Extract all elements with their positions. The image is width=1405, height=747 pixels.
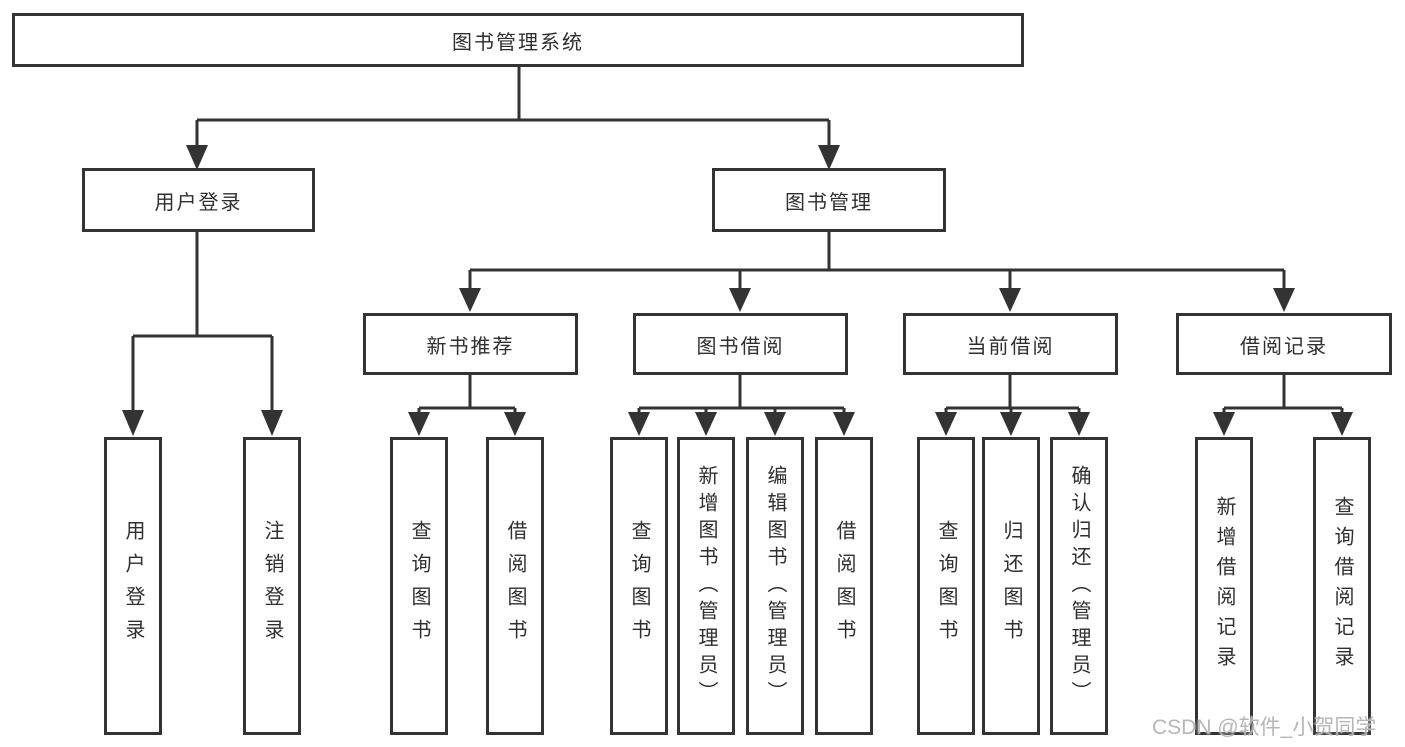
node-label: 查询图书 (628, 520, 650, 652)
node-label: 借阅记录 (1240, 335, 1328, 358)
csdn-watermark: CSDN @软件_小贺同学 (1152, 716, 1377, 739)
leaf-query-borrow-record: 查询借阅记录 (1313, 437, 1371, 735)
node-label: 新增图书（管理员） (695, 464, 717, 708)
node-label: 图书管理系统 (452, 31, 584, 54)
leaf-query-books-borrow: 查询图书 (610, 437, 668, 735)
node-label: 查询图书 (935, 520, 957, 652)
arrowheads-level3 (459, 288, 1295, 312)
arrowheads-userlogin-leaves (122, 410, 283, 436)
node-new-book-recommend: 新书推荐 (363, 313, 578, 375)
node-label: 查询借阅记录 (1331, 496, 1353, 676)
node-user-login: 用户登录 (82, 168, 315, 232)
node-label: 当前借阅 (966, 335, 1055, 358)
leaf-add-book-admin: 新增图书（管理员） (677, 437, 735, 735)
node-label: 图书借阅 (696, 335, 785, 358)
leaf-borrow-books: 借阅图书 (815, 437, 873, 735)
node-label: 归还图书 (1000, 520, 1022, 652)
node-label: 新增借阅记录 (1213, 496, 1235, 676)
node-label: 查询图书 (408, 520, 430, 652)
arrowheads-leaves (408, 412, 1353, 436)
connector-level3-to-leaves (417, 375, 1344, 414)
node-label: 注销登录 (261, 520, 283, 652)
node-label: 借阅图书 (504, 520, 526, 652)
node-label: 图书管理 (785, 191, 873, 214)
node-label: 用户登录 (154, 191, 243, 214)
node-library-system: 图书管理系统 (12, 13, 1024, 67)
leaf-return-books: 归还图书 (982, 437, 1040, 735)
leaf-user-login: 用户登录 (104, 437, 162, 735)
node-borrow-records: 借阅记录 (1176, 313, 1392, 375)
node-label: 用户登录 (122, 520, 144, 652)
connector-root-to-level2 (195, 67, 831, 147)
leaf-logout: 注销登录 (243, 437, 301, 735)
leaf-edit-book-admin: 编辑图书（管理员） (746, 437, 804, 735)
leaf-add-borrow-record: 新增借阅记录 (1195, 437, 1253, 735)
leaf-query-books-recommend: 查询图书 (390, 437, 448, 735)
node-book-management: 图书管理 (712, 168, 946, 232)
leaf-confirm-return-admin: 确认归还（管理员） (1050, 437, 1108, 735)
node-label: 编辑图书（管理员） (764, 464, 786, 708)
arrowheads-level2 (186, 145, 840, 170)
node-book-borrow: 图书借阅 (633, 313, 848, 375)
connector-userlogin-to-leaves (131, 232, 274, 412)
leaf-borrow-books-recommend: 借阅图书 (486, 437, 544, 735)
node-label: 新书推荐 (426, 335, 515, 358)
node-label: 借阅图书 (833, 520, 855, 652)
node-label: 确认归还（管理员） (1068, 464, 1090, 708)
node-current-borrow: 当前借阅 (903, 313, 1118, 375)
connector-bookmgmt-to-level3 (468, 232, 1286, 290)
leaf-query-books-current: 查询图书 (917, 437, 975, 735)
